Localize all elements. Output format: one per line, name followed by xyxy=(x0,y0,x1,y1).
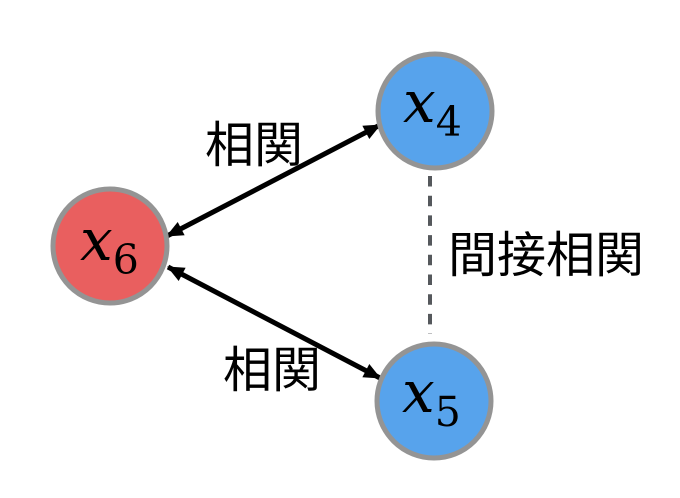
indirect-correlation-label: 間接相関 xyxy=(448,229,644,283)
node-x6-label: x6 xyxy=(80,206,139,284)
node-x5-label: x5 xyxy=(402,358,461,436)
node-x4-label: x4 xyxy=(403,68,462,146)
node-x4-circle xyxy=(375,51,495,171)
correlation-label-top: 相関 xyxy=(205,119,303,173)
node-x6-circle xyxy=(50,186,170,306)
node-x6-variable: x xyxy=(80,206,113,274)
edge-x6-x5-arrow xyxy=(166,264,382,381)
edge-x6-x4-arrow xyxy=(165,122,382,239)
node-x5-circle xyxy=(374,341,494,461)
correlation-label-bottom: 相関 xyxy=(223,344,321,398)
node-x4-subscript: 4 xyxy=(436,98,462,146)
node-x4-variable: x xyxy=(403,68,436,136)
node-x5-subscript: 5 xyxy=(435,388,461,436)
node-x6-subscript: 6 xyxy=(113,236,139,284)
node-x5-variable: x xyxy=(402,358,435,426)
